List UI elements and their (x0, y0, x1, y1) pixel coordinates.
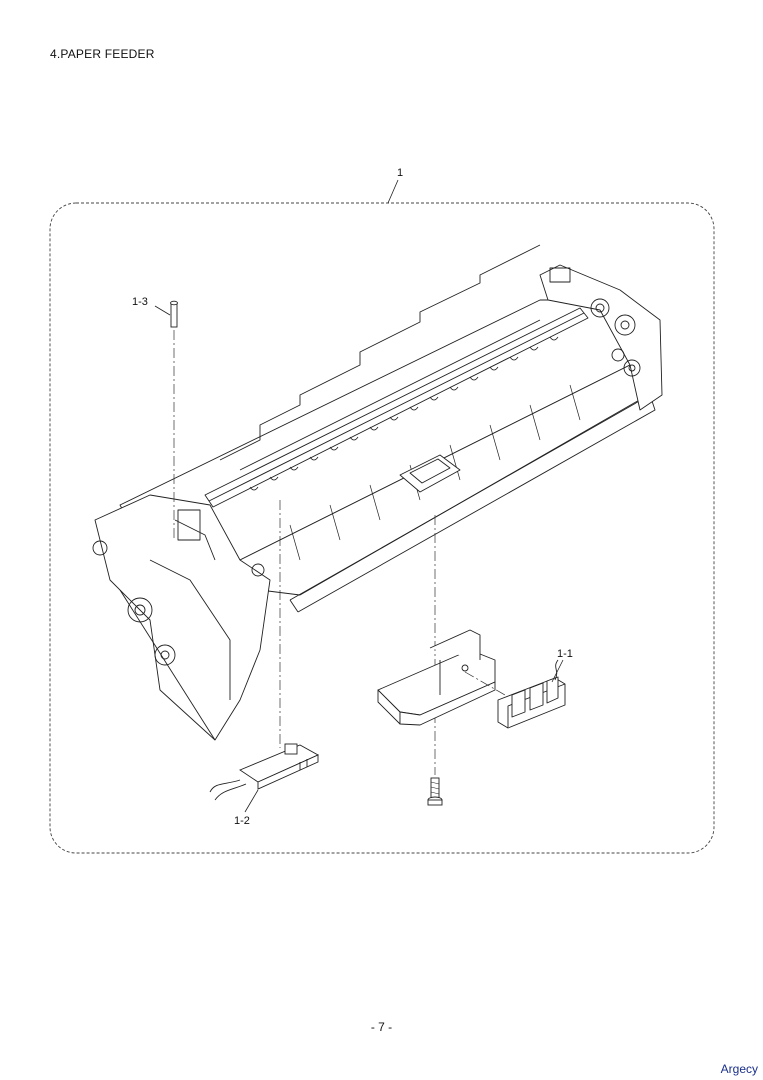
part-holder-bracket (377, 629, 496, 726)
paper-feeder-frame (92, 244, 663, 741)
leader-part-1-1 (551, 659, 564, 683)
brand-label: Argecy (720, 1062, 758, 1076)
section-title: 4.PAPER FEEDER (50, 47, 155, 61)
page-number: - 7 - (370, 1020, 393, 1034)
callout-part-1-2: 1-2 (234, 815, 250, 827)
part-sensor-actuator (497, 659, 566, 729)
part-sensor-pcb (209, 743, 320, 801)
assembly-boundary (49, 202, 715, 854)
part-screw (427, 777, 443, 806)
leader-part-1-2 (244, 789, 259, 813)
leader-part-1-3 (154, 305, 171, 316)
part-pin (170, 300, 178, 328)
callout-assembly: 1 (397, 167, 403, 179)
callout-part-1-3: 1-3 (132, 296, 148, 308)
assembly-line-actuator (464, 671, 506, 696)
callout-part-1-1: 1-1 (557, 648, 573, 660)
leader-assembly (387, 179, 399, 204)
